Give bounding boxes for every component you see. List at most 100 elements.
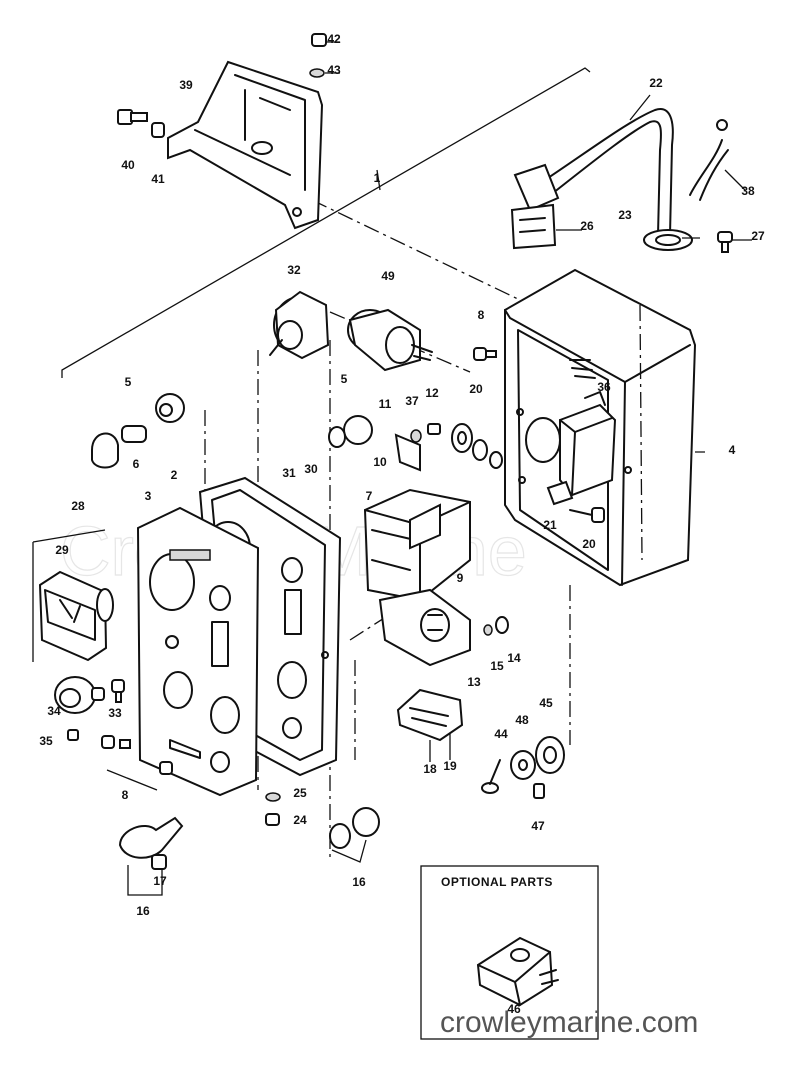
callout-25: 25	[293, 786, 307, 800]
callout-33: 33	[108, 706, 122, 720]
callout-8b: 8	[122, 788, 129, 802]
meter-29	[32, 529, 114, 662]
callout-21: 21	[543, 518, 557, 532]
screw-47	[533, 783, 545, 799]
callout-43: 43	[327, 63, 341, 77]
assembly-bracket-line	[61, 67, 591, 378]
wire-leads-38	[689, 119, 729, 201]
callout-10: 10	[373, 455, 387, 469]
cable-harness-22	[510, 108, 674, 250]
washer-37	[410, 429, 422, 443]
face-plate-3	[136, 506, 260, 797]
callout-19: 19	[443, 759, 457, 773]
receptacle-13	[378, 588, 471, 667]
nut-41	[151, 122, 165, 138]
screw-42	[309, 33, 327, 78]
callout-26: 26	[580, 219, 594, 233]
callout-22: 22	[649, 76, 663, 90]
nut-14	[495, 616, 509, 634]
leader-lines	[325, 41, 752, 453]
callout-7: 7	[366, 489, 373, 503]
washer-15	[483, 624, 493, 636]
callout-15: 15	[490, 659, 504, 673]
callout-1: 1	[374, 171, 381, 185]
plug-46	[476, 936, 559, 1007]
bushing-5b	[328, 415, 373, 448]
callout-31: 31	[282, 466, 296, 480]
callout-48: 48	[515, 713, 529, 727]
callout-46: 46	[507, 1002, 521, 1016]
callout-23: 23	[618, 208, 632, 222]
callout-8a: 8	[478, 308, 485, 322]
grommet-45	[535, 736, 565, 774]
callout-37: 37	[405, 394, 419, 408]
relay-block-7	[363, 488, 471, 602]
watermark-url: crowleymarine.com	[440, 1006, 698, 1039]
bushing-16a	[329, 807, 380, 863]
callout-30: 30	[304, 462, 318, 476]
optional-parts-title: OPTIONAL PARTS	[441, 875, 553, 889]
callout-35: 35	[39, 734, 53, 748]
grommet-23	[643, 229, 693, 251]
callout-13: 13	[467, 675, 481, 689]
screw-12	[427, 423, 441, 435]
callout-29: 29	[55, 543, 69, 557]
callout-36: 36	[597, 380, 611, 394]
clip-21	[546, 480, 574, 506]
callout-4: 4	[729, 443, 736, 457]
callout-28: 28	[71, 499, 85, 513]
callout-44: 44	[494, 727, 508, 741]
screw-35	[67, 729, 79, 741]
washer-25	[265, 792, 281, 802]
screw-27	[717, 231, 733, 253]
washers-20	[451, 423, 503, 469]
callout-49: 49	[381, 269, 395, 283]
callout-5a: 5	[125, 375, 132, 389]
callout-32: 32	[287, 263, 301, 277]
callout-9: 9	[457, 571, 464, 585]
clip-11	[394, 433, 421, 472]
callout-39: 39	[179, 78, 193, 92]
callout-2: 2	[171, 468, 178, 482]
screw-20b	[569, 507, 605, 523]
connector-18	[396, 688, 464, 762]
callout-34: 34	[47, 704, 61, 718]
optional-parts-box: OPTIONAL PARTS	[420, 865, 599, 1040]
callout-12: 12	[425, 386, 439, 400]
knob-34	[54, 676, 105, 714]
fuse-holder-16b	[118, 816, 184, 896]
callout-41: 41	[151, 172, 165, 186]
bushing-5a	[155, 393, 185, 423]
relay-36	[559, 391, 617, 497]
callout-24: 24	[293, 813, 307, 827]
callout-42: 42	[327, 32, 341, 46]
callout-40: 40	[121, 158, 135, 172]
callout-6: 6	[133, 457, 140, 471]
callout-45: 45	[539, 696, 553, 710]
bolt-44	[481, 759, 501, 794]
callout-11: 11	[379, 397, 392, 411]
bolt-40	[117, 109, 148, 125]
mounting-bracket-39	[167, 60, 324, 230]
callout-16a: 16	[352, 875, 366, 889]
screw-8a	[473, 347, 497, 361]
screw-33	[111, 679, 125, 703]
plug-49	[347, 308, 433, 372]
callout-5b: 5	[341, 372, 348, 386]
switch-32	[269, 290, 330, 360]
callout-20a: 20	[469, 382, 483, 396]
screws-8b	[101, 735, 173, 791]
callout-47: 47	[531, 819, 545, 833]
callout-18: 18	[423, 762, 437, 776]
screw-24	[265, 813, 280, 826]
callout-20b: 20	[582, 537, 596, 551]
callout-16b: 16	[136, 904, 150, 918]
callout-38: 38	[741, 184, 755, 198]
lamp-6	[91, 425, 147, 469]
callout-3: 3	[145, 489, 152, 503]
callout-17: 17	[153, 874, 167, 888]
callout-27: 27	[751, 229, 765, 243]
callout-14: 14	[507, 651, 521, 665]
